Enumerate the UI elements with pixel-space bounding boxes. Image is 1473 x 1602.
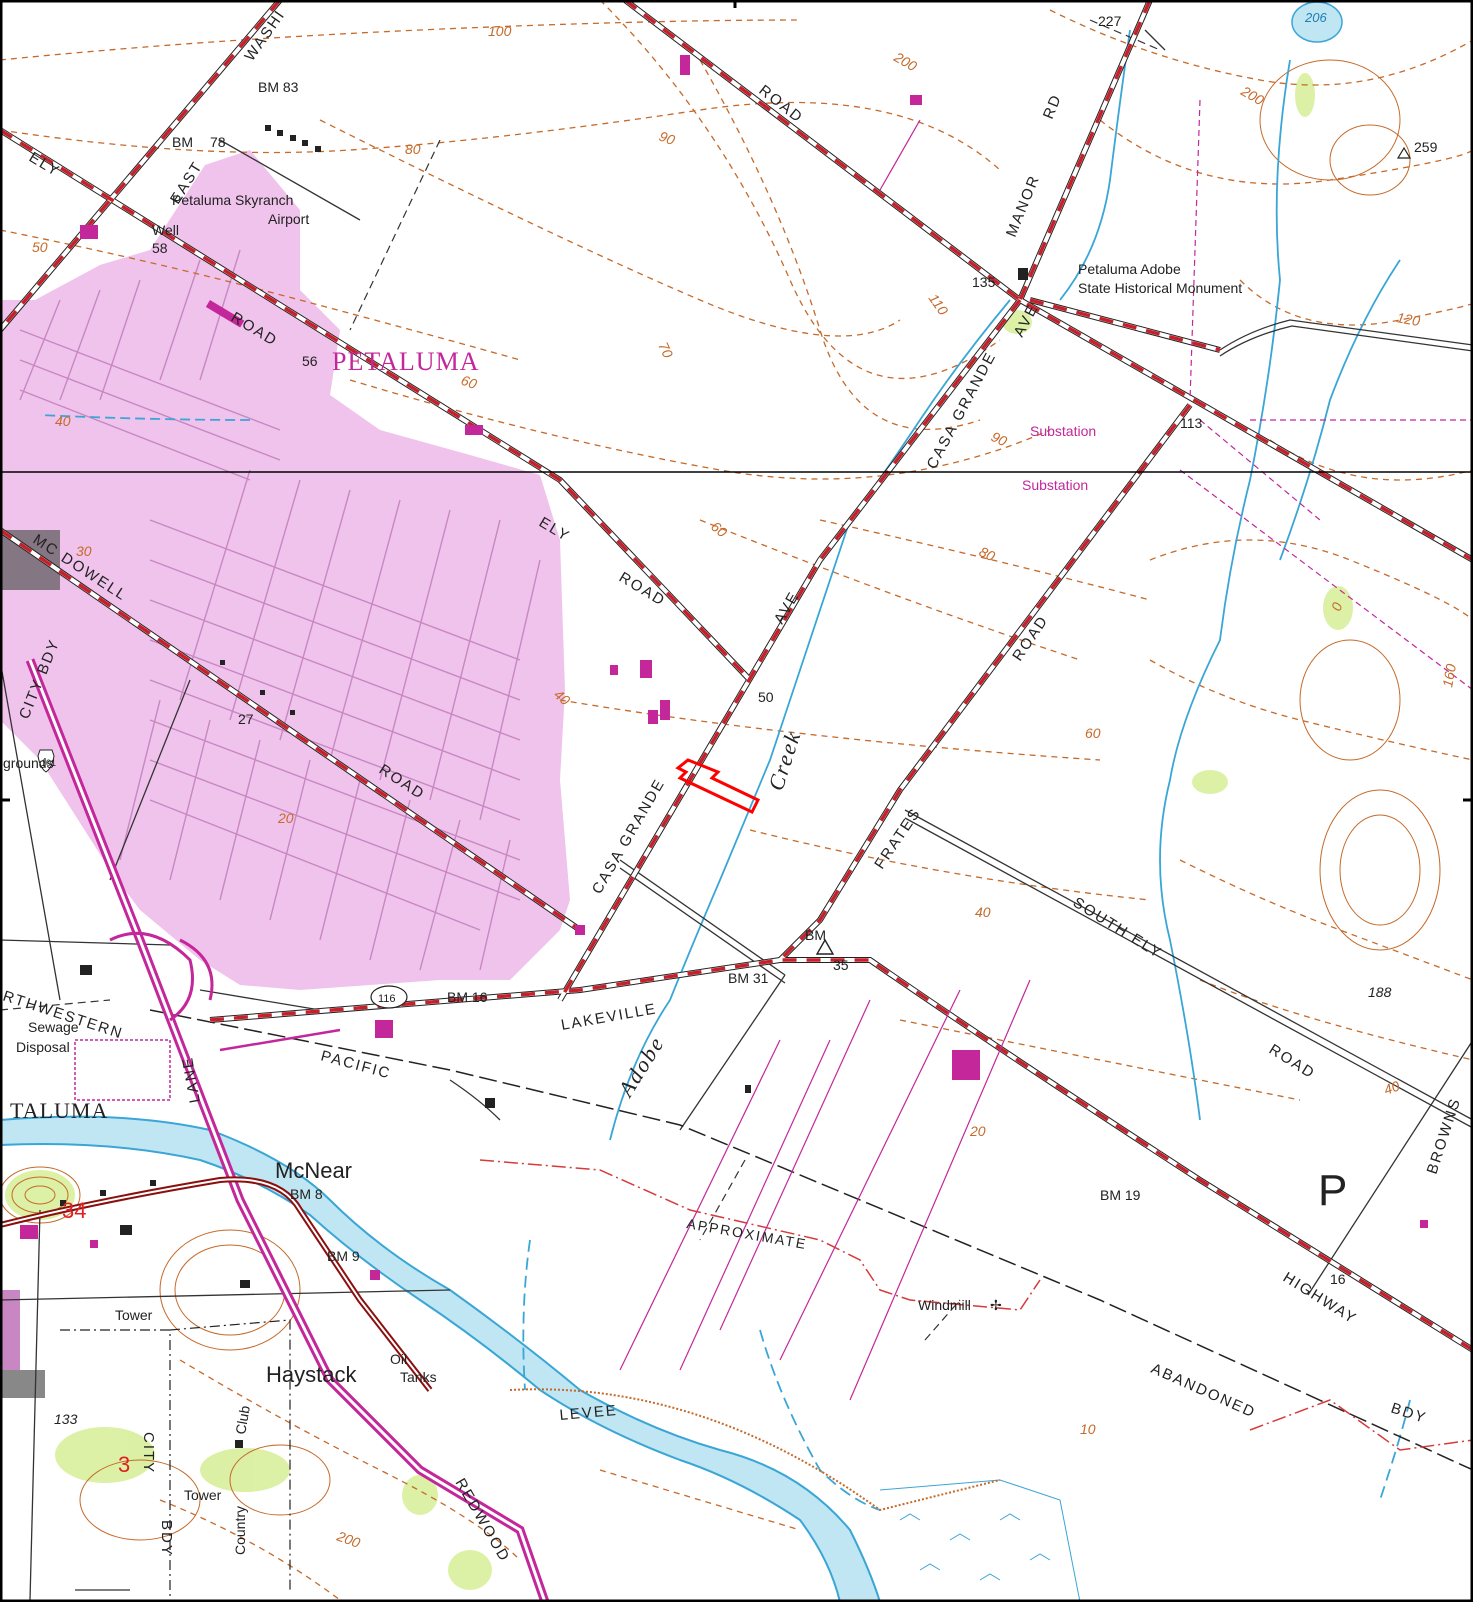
elev-27: 27 [238,711,254,727]
label-tower-1: Tower [115,1307,153,1323]
place-p-letter: P [1318,1166,1347,1215]
contour-40-c: 40 [975,904,991,920]
place-petaluma: PETALUMA [332,347,479,376]
bm-16: BM 16 [447,989,488,1005]
benchmark-triangle-icon [815,938,835,955]
contour-90-b: 90 [989,428,1010,449]
label-airport-2: Airport [268,211,309,227]
windmill-icon: ✢ [990,1297,1002,1313]
place-fairgrounds: grounds [3,755,54,771]
place-mcnear: McNear [275,1158,352,1183]
label-substation-bottom: Substation [1022,477,1088,493]
contour-30: 30 [76,543,92,559]
contour-100: 100 [488,23,512,39]
place-club: Club [232,1404,253,1435]
summit-triangle-icon [1396,146,1412,159]
bm-8: BM 8 [290,1186,323,1202]
label-sewage-2: Disposal [16,1039,70,1055]
hill-contours [0,59,1441,1541]
vegetation-patches [5,73,1353,1590]
petaluma-river [0,1115,882,1602]
contour-80-a: 80 [405,141,421,157]
marsh [879,1479,1081,1602]
subject-parcel-outline[interactable] [675,758,761,814]
label-airport-1: Petaluma Skyranch [172,192,293,208]
elev-113: 113 [1180,415,1203,431]
local-roads [0,29,1473,1601]
contour-60-a: 60 [459,372,479,392]
contour-160: 160 [1439,663,1459,689]
elev-227: 227 [1098,13,1122,29]
label-substation-top: Substation [1030,423,1096,439]
bm-31: BM 31 [728,970,769,986]
bm-78-b: 78 [210,134,226,150]
elev-56: 56 [302,353,318,369]
contour-20-b: 20 [969,1123,986,1139]
contour-10: 10 [1080,1421,1096,1437]
bm-83: BM 83 [258,79,299,95]
label-sewage-1: Sewage [28,1019,79,1035]
ca116-shield [370,985,408,1009]
urban-street-grid [19,249,541,971]
bm-9: BM 9 [327,1248,360,1264]
label-tower-2: Tower [184,1487,222,1503]
city-boundary [60,1319,291,1600]
label-tanks: Tanks [400,1369,437,1385]
boundary-right [1249,1399,1473,1451]
contour-40-d: 40 [1382,1077,1402,1097]
sewage-ponds [74,1039,171,1101]
trails [0,19,1161,1341]
elev-16: 16 [1330,1271,1346,1287]
place-country-club: Country [232,1506,248,1555]
label-windmill: Windmill [918,1297,971,1313]
bm-35-b: 35 [833,957,849,973]
elev-133: 133 [54,1411,78,1427]
bm-19: BM 19 [1100,1187,1141,1203]
bm-78-a: BM [172,134,193,150]
label-reservoir: 206 [1304,10,1327,25]
contour-50: 50 [32,239,48,255]
buildings-black [60,125,1028,1448]
contour-70: 70 [655,340,676,361]
route-101: 101 [41,758,56,768]
elev-188: 188 [1368,984,1392,1000]
railroad [149,1009,1473,1471]
label-adobe-2: State Historical Monument [1078,280,1242,296]
contour-20-a: 20 [277,810,294,826]
contour-200-c: 200 [334,1527,363,1550]
bm-35-a: BM [805,927,826,943]
label-well: Well [152,222,179,238]
freeway-101 [0,658,550,1602]
contour-40-a: 40 [55,413,71,429]
contour-80-b: 80 [977,543,998,564]
red-number-3: 3 [118,1452,130,1477]
contour-120: 120 [1395,309,1421,329]
label-oil: Oil [390,1351,407,1367]
place-haystack: Haystack [266,1362,357,1387]
red-number-34: 34 [62,1198,86,1223]
contour-60-c: 60 [1085,725,1101,741]
us101-shield [37,749,55,773]
route-116: 116 [378,993,396,1005]
elev-58: 58 [152,240,168,256]
streams [39,29,1411,1511]
place-petaluma-partial: TALUMA [10,1098,108,1123]
road-city-south: CITY [140,1432,157,1474]
buildings-magenta [20,55,1428,1280]
urban-area-tint [0,150,570,990]
road-levee: LEVEE [559,1402,619,1424]
approximate-boundary [479,1159,1041,1311]
major-roads [0,0,1473,1353]
contour-90-a: 90 [657,128,677,148]
elev-135: 135 [972,274,996,290]
road-bdy-south: BDY [158,1520,175,1557]
power-lines [619,99,1473,1401]
label-adobe-1: Petaluma Adobe [1078,261,1181,277]
elev-259: 259 [1414,139,1438,155]
elev-50: 50 [758,689,774,705]
